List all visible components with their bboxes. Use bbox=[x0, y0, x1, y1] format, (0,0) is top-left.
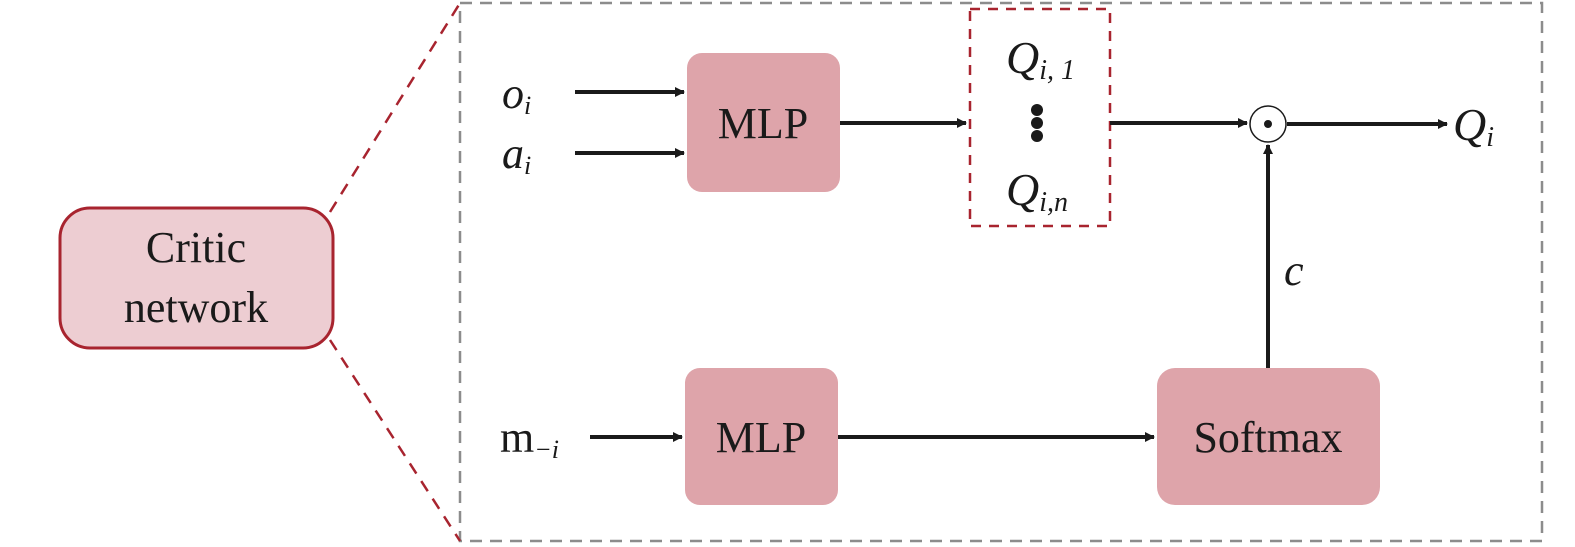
mlp-top-label: MLP bbox=[718, 99, 808, 148]
mlp-bottom-block: MLP bbox=[685, 368, 838, 505]
zoom-line-bottom bbox=[328, 339, 462, 542]
softmax-block: Softmax bbox=[1157, 368, 1380, 505]
input-a-label: ai bbox=[502, 129, 531, 180]
q-last-label: Qi,n bbox=[1006, 164, 1068, 218]
output-q-label: Qi bbox=[1453, 99, 1494, 153]
zoom-line-top bbox=[328, 2, 462, 213]
softmax-label: Softmax bbox=[1193, 413, 1342, 462]
weight-c-label: c bbox=[1284, 246, 1304, 295]
critic-label-line1: Critic bbox=[146, 223, 246, 272]
mlp-top-block: MLP bbox=[687, 53, 840, 192]
input-m-label: m−i bbox=[500, 413, 559, 464]
expanded-view-border bbox=[458, 1, 1544, 543]
hadamard-product-icon bbox=[1249, 105, 1287, 143]
q-first-label: Qi, 1 bbox=[1006, 32, 1075, 86]
critic-label-line2: network bbox=[124, 283, 268, 332]
mlp-bottom-label: MLP bbox=[716, 413, 806, 462]
ellipsis-dots-icon bbox=[1031, 104, 1043, 142]
input-o-label: oi bbox=[502, 69, 531, 120]
critic-network-box: Critic network bbox=[58, 206, 335, 350]
